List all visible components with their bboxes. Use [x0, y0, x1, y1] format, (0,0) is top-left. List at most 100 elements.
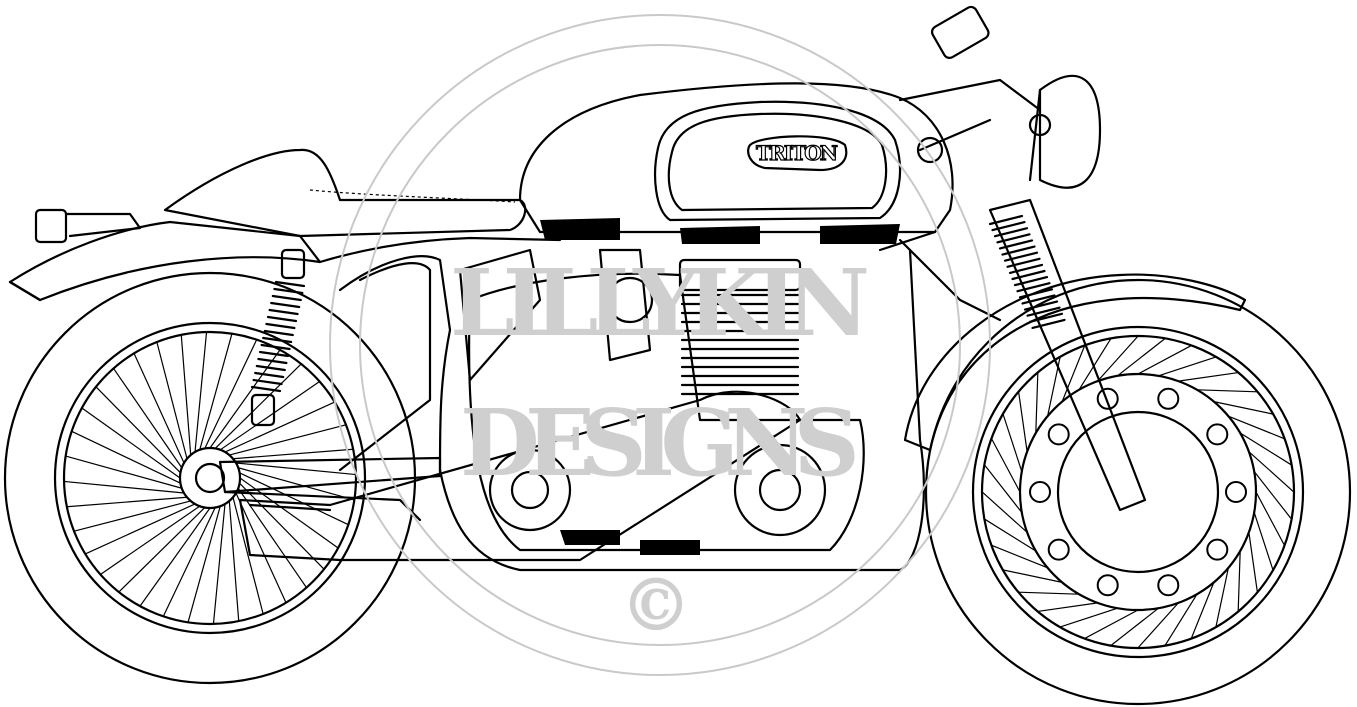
watermark-text-top: LILLYKIN — [450, 249, 870, 357]
spoke — [187, 506, 221, 623]
fork-gaiter-ring — [988, 214, 1024, 226]
engine — [467, 248, 865, 555]
spoke — [214, 363, 302, 449]
spoke — [194, 331, 208, 453]
rear-wheel — [3, 271, 417, 685]
spoke — [156, 341, 188, 459]
spoke — [199, 333, 233, 450]
shock-coil — [265, 322, 296, 330]
spoke — [235, 462, 357, 476]
fuel-tank: TRITON — [518, 82, 954, 244]
spoke — [981, 491, 1028, 533]
spoke — [1037, 602, 1098, 613]
fork-gaiter-ring — [1021, 294, 1056, 305]
brake-bolt — [1157, 387, 1180, 410]
fork-gaiter-ring — [1008, 263, 1044, 274]
handlebar-controls — [898, 5, 1052, 164]
fork-gaiter-ring — [1031, 318, 1066, 329]
spoke — [232, 497, 264, 615]
spoke — [73, 500, 191, 532]
spoke — [113, 368, 183, 469]
spoke — [65, 455, 182, 489]
spoke — [180, 334, 192, 456]
spoke — [983, 464, 1023, 513]
spoke — [66, 496, 188, 508]
spoke — [209, 349, 281, 449]
brake-bolt — [1047, 423, 1070, 446]
spoke — [1215, 567, 1229, 628]
spoke — [118, 507, 206, 593]
spoke — [1078, 338, 1112, 391]
shock-coil — [255, 364, 286, 372]
fork-gaiter-ring — [1011, 269, 1046, 281]
fork-gaiter-ring — [1016, 282, 1051, 293]
spoke — [1035, 372, 1039, 434]
shock-coil — [250, 385, 282, 393]
swing-arm — [218, 456, 442, 522]
spoke — [228, 500, 240, 622]
shock-coil — [271, 294, 302, 302]
rear-fender — [8, 208, 322, 302]
shock-coil — [260, 343, 291, 351]
spoke — [1239, 432, 1292, 466]
spoke — [1017, 391, 1028, 452]
spoke — [232, 448, 354, 460]
spoke — [1137, 344, 1192, 375]
shock-coil — [258, 350, 290, 358]
spoke — [1137, 602, 1179, 649]
fork-gaiter-ring — [1003, 251, 1039, 262]
spoke — [984, 518, 1037, 552]
shock-coil — [273, 287, 304, 295]
shock-coil — [270, 301, 301, 309]
shock-coil — [254, 371, 285, 379]
spoke — [235, 492, 287, 603]
spoke — [239, 482, 325, 570]
brake-bolt — [1096, 387, 1119, 410]
front-fender — [903, 273, 1247, 452]
spoke — [991, 544, 1048, 569]
spoke — [204, 339, 258, 449]
fork-gaiter-ring — [993, 227, 1029, 238]
tank-badge-text: TRITON — [756, 141, 838, 165]
spoke — [1248, 532, 1259, 593]
fork-gaiter-ring — [1001, 245, 1036, 256]
exhaust — [238, 390, 802, 562]
brake-bolt — [1225, 481, 1247, 503]
fork-gaiter-ring — [1013, 276, 1049, 287]
shock-coil — [268, 308, 299, 316]
spoke — [1084, 609, 1139, 640]
spoke — [1018, 591, 1080, 595]
brake-bolt — [1206, 538, 1229, 561]
spoke — [1248, 451, 1295, 493]
seat — [163, 148, 527, 238]
spoke — [1002, 413, 1023, 472]
front-wheel — [924, 278, 1352, 706]
copyright-symbol: © — [620, 562, 692, 647]
spoke — [990, 438, 1021, 493]
spoke — [1213, 401, 1274, 415]
fork-gaiter-ring — [1023, 300, 1059, 311]
spoke — [1110, 607, 1159, 647]
spoke — [1253, 512, 1274, 571]
spoke — [133, 353, 185, 464]
frame — [318, 230, 1002, 572]
spoke — [1097, 335, 1139, 382]
spoke — [81, 407, 181, 479]
shock-coil — [274, 280, 306, 288]
spoke — [71, 430, 181, 484]
shock-coil — [262, 336, 293, 344]
spoke — [238, 467, 355, 501]
spoke — [100, 505, 201, 575]
shock-coil — [266, 315, 298, 323]
shock-coil — [252, 378, 283, 386]
fork-gaiter-ring — [1026, 306, 1061, 317]
spoke — [1196, 389, 1258, 393]
spoke — [1190, 582, 1215, 639]
spoke — [1228, 415, 1285, 440]
brake-bolt — [1096, 574, 1119, 597]
spoke — [1002, 569, 1063, 583]
fork-gaiter-ring — [998, 239, 1034, 250]
spoke — [239, 472, 349, 526]
spoke — [63, 480, 185, 494]
